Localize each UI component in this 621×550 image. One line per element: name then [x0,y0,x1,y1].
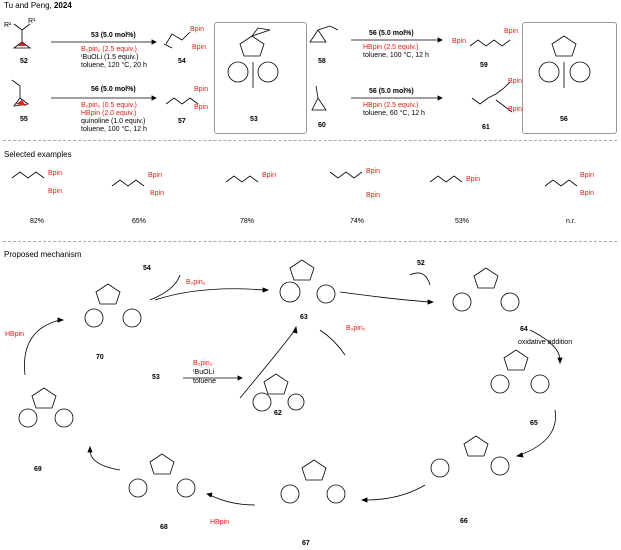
r1-base: ᵗBuOLi (1.5 equiv.) [81,54,139,61]
bpin-54b: Bpin [192,44,207,51]
reagent-hbpin-left: HBpin [5,331,25,338]
compound-57-label: 57 [178,118,186,125]
paper-title: Tu and Peng, 2024 [4,1,72,10]
oxidative-addition-label: oxidative addition [518,339,573,346]
reagent-b2pin2-mid: B₂pin₂ [346,325,366,332]
r4-catalyst: 56 (5.0 mol%) [369,88,414,95]
yield-6: n.r. [566,218,576,225]
compound-58-label: 58 [318,58,326,65]
cmpd-70: 70 [96,354,104,361]
r4-solvent: toluene, 60 °C, 12 h [363,110,425,117]
cmpd-62: 62 [274,410,282,417]
r1-catalyst: 53 (5.0 mol%) [91,32,136,39]
ex4-bpin-b: Bpin [366,192,381,199]
r2-reagent: B₂pin₂ (0.5 equiv.) [81,102,137,109]
r4-hbpin: HBpin (2.5 equiv.) [363,102,419,109]
ex5-bpin: Bpin [466,176,481,183]
ex3-bpin: Bpin [262,172,277,179]
reagent-52: 52 [417,260,425,267]
bpin-61a: Bpin [508,78,523,85]
compound-55-label: 55 [20,116,28,123]
examples-title: Selected examples [4,150,72,159]
catalyst-56-box [522,22,617,134]
catalyst-56-label: 56 [560,116,568,123]
r2-hbpin: HBpin (2.0 equiv.) [81,110,137,117]
compound-52-label: 52 [20,58,28,65]
bpin-61b: Bpin [508,106,523,113]
compound-60-label: 60 [318,122,326,129]
cmpd-65: 65 [530,420,538,427]
reagent-54: 54 [143,265,151,272]
r1-label: R¹ [28,18,36,25]
bpin-59b: Bpin [504,28,519,35]
r3-hbpin: HBpin (2.5 equiv.) [363,44,419,51]
r2-additive: quinoline (1.0 equiv.) [81,118,146,125]
ex1-bpin-a: Bpin [48,170,63,177]
r2-solvent: toluene, 100 °C, 12 h [81,126,147,133]
reagent-hbpin-bottom: HBpin [210,519,230,526]
compound-54-label: 54 [178,58,186,65]
compound-59-label: 59 [480,62,488,69]
cmpd-69: 69 [34,466,42,473]
ex6-bpin-a: Bpin [580,172,595,179]
ex1-bpin-b: Bpin [48,188,63,195]
init-solvent: toluene [193,378,216,385]
ex2-bpin-b: Bpin [150,190,165,197]
yield-3: 78% [240,218,255,225]
r1-reagent: B₂pin₂ (2.5 equiv.) [81,46,137,53]
bpin-59a: Bpin [452,38,467,45]
bpin-57b: Bpin [194,104,209,111]
ex2-bpin-a: Bpin [148,172,163,179]
reagent-53: 53 [152,374,160,381]
section-divider-2 [3,241,617,242]
cmpd-66: 66 [460,518,468,525]
r2-label: R² [4,22,12,29]
init-b2pin2: B₂pin₂ [193,360,213,367]
catalyst-53-label: 53 [250,116,258,123]
r3-solvent: toluene, 100 °C, 12 h [363,52,429,59]
bpin-57a: Bpin [194,86,209,93]
compound-61-label: 61 [482,124,490,131]
cmpd-64: 64 [520,326,528,333]
r1-solvent: toluene, 120 °C, 20 h [81,62,147,69]
cmpd-68: 68 [160,524,168,531]
cmpd-67: 67 [302,540,310,547]
yield-5: 53% [455,218,470,225]
bpin-54a: Bpin [190,26,205,33]
section-divider [3,140,617,141]
yield-2: 65% [132,218,147,225]
ex4-bpin-a: Bpin [366,168,381,175]
cmpd-63: 63 [300,314,308,321]
r3-catalyst: 56 (5.0 mol%) [369,30,414,37]
yield-1: 82% [30,218,45,225]
catalyst-53-box [214,22,307,134]
ex6-bpin-b: Bpin [580,190,595,197]
r2-catalyst: 56 (5.0 mol%) [91,86,136,93]
init-base: ᵗBuOLi [193,369,214,376]
reagent-b2pin2-top: B₂pin₂ [186,279,206,286]
yield-4: 74% [350,218,365,225]
mechanism-title: Proposed mechanism [4,250,82,259]
